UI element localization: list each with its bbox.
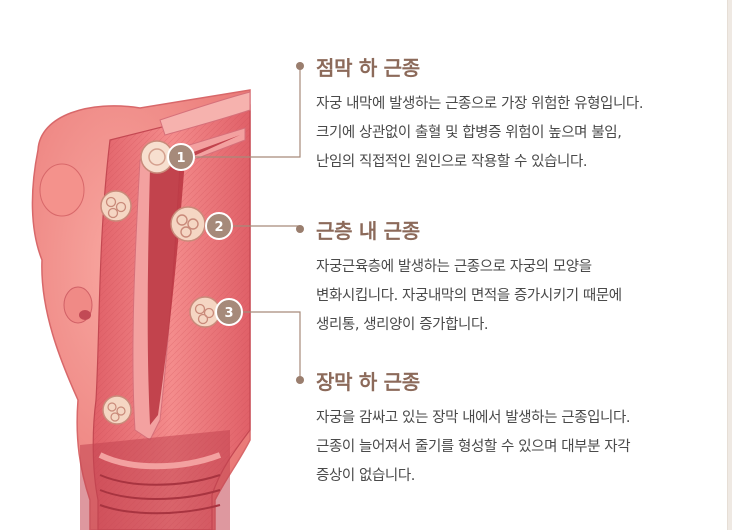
callout-description-1: 자궁 내막에 발생하는 근종으로 가장 위험한 유형입니다. 크기에 상관없이 … [316, 90, 716, 177]
callout-description-3: 자궁을 감싸고 있는 장막 내에서 발생하는 근종입니다. 근종이 늘어져서 줄… [316, 404, 716, 491]
description-line: 난임의 직접적인 원인으로 작용할 수 있습니다. [316, 154, 588, 170]
description-line: 생리통, 생리양이 증가합니다. [316, 317, 489, 333]
description-line: 자궁을 감싸고 있는 장막 내에서 발생하는 근종입니다. [316, 410, 631, 426]
description-line: 증상이 없습니다. [316, 468, 415, 484]
marker-3-label: 3 [224, 306, 233, 321]
leader-line-1 [192, 62, 301, 158]
callout-title-1: 점막 하 근종 [316, 56, 420, 80]
marker-2: 2 [205, 212, 233, 240]
leader-line-3 [242, 311, 301, 378]
bullet-dot [296, 376, 304, 384]
description-line: 자궁 내막에 발생하는 근종으로 가장 위험한 유형입니다. [316, 96, 644, 112]
fibroid-side [100, 190, 132, 222]
fibroid-lower [102, 395, 132, 425]
callout-title-2: 근층 내 근종 [316, 219, 420, 243]
marker-1-label: 1 [176, 151, 185, 166]
marker-2-label: 2 [214, 220, 223, 235]
callout-title-3: 장막 하 근종 [316, 370, 420, 394]
bullet-dot [296, 225, 304, 233]
callout-description-2: 자궁근육층에 발생하는 근종으로 자궁의 모양을 변화시킵니다. 자궁내막의 면… [316, 253, 716, 340]
description-line: 자궁근육층에 발생하는 근종으로 자궁의 모양을 [316, 259, 592, 275]
uterus-body [31, 89, 251, 530]
bullet-dot [296, 62, 304, 70]
fibroid-2 [170, 206, 206, 242]
description-line: 크기에 상관없이 출혈 및 합병증 위험이 높으며 불임, [316, 125, 622, 141]
description-line: 변화시킵니다. 자궁내막의 면적을 증가시키기 때문에 [316, 288, 622, 304]
marker-3: 3 [215, 298, 243, 326]
marker-1: 1 [167, 143, 195, 171]
description-line: 근종이 늘어져서 줄기를 형성할 수 있으며 대부분 자각 [316, 439, 631, 455]
